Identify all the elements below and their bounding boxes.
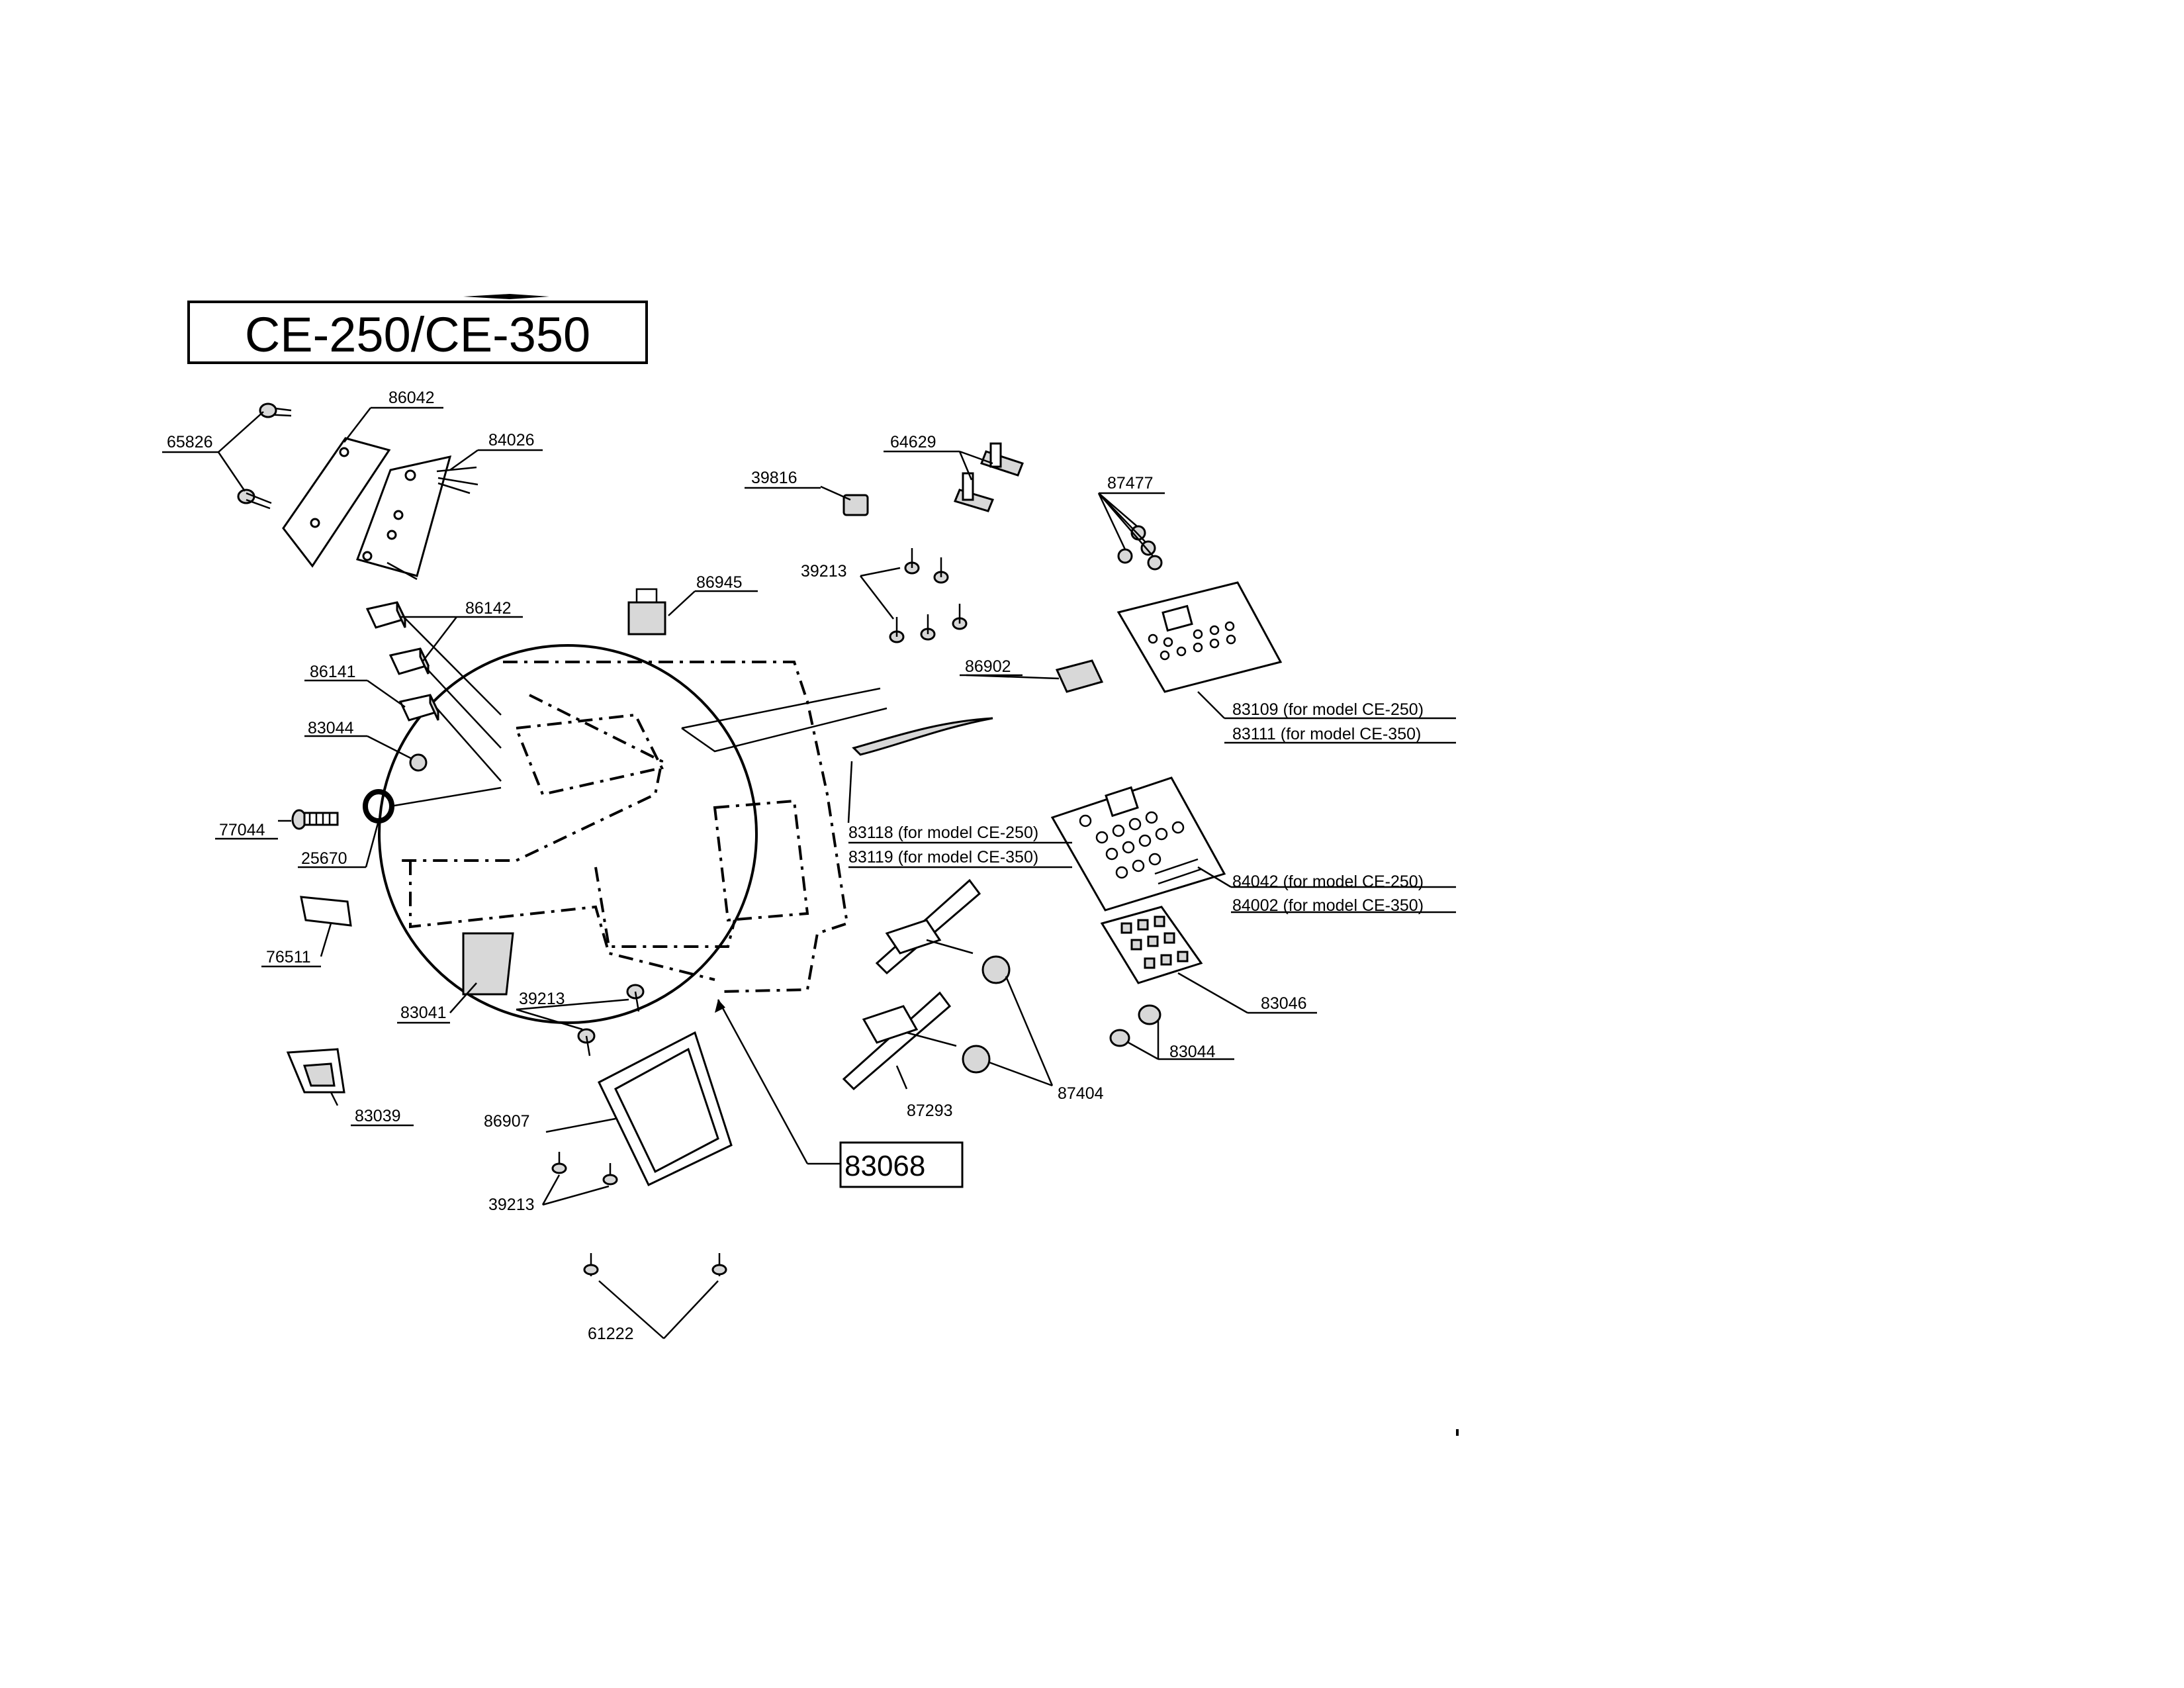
knob-86142-a <box>365 601 407 629</box>
callout-underlines <box>162 406 1165 1127</box>
label-61222: 61222 <box>588 1325 634 1343</box>
keypad-overlay-83109 <box>1116 581 1283 693</box>
control-panel-84042 <box>1050 776 1226 912</box>
label-84042: 84042 (for model CE-250) <box>1232 872 1424 891</box>
circuit-board-83046 <box>1100 906 1203 984</box>
label-84026: 84026 <box>488 431 535 449</box>
label-86902: 86902 <box>965 657 1011 676</box>
nut-83044-left <box>409 753 428 772</box>
label-83119: 83119 (for model CE-350) <box>848 848 1038 867</box>
knob-86142-b <box>388 647 430 675</box>
callout-labels: 65826 86042 84026 39816 64629 87477 3921… <box>167 389 1424 1343</box>
label-83046: 83046 <box>1261 994 1307 1013</box>
screws-61222 <box>583 1253 727 1276</box>
slider-87293-a <box>875 878 1011 984</box>
clip-83039 <box>286 1048 345 1094</box>
screws-39213-mid <box>577 984 645 1056</box>
detail-circle <box>378 644 993 1024</box>
label-83068: 83068 <box>844 1150 925 1182</box>
screw-77044 <box>291 809 339 830</box>
label-86945: 86945 <box>696 573 743 592</box>
frame-86907 <box>598 1031 733 1186</box>
label-86141: 86141 <box>310 663 356 681</box>
label-76511 <box>300 896 352 927</box>
label-39213-mid: 39213 <box>519 990 565 1008</box>
box-83068 <box>839 1141 964 1188</box>
label-39816: 39816 <box>751 469 797 487</box>
knobs-83044-right <box>1109 1004 1161 1047</box>
label-64629: 64629 <box>890 433 936 451</box>
label-86042: 86042 <box>388 389 435 407</box>
label-77044: 77044 <box>219 821 265 839</box>
stray-mark <box>1456 1429 1459 1436</box>
label-83109: 83109 (for model CE-250) <box>1232 700 1424 719</box>
title-box: CE-250/CE-350 <box>187 294 648 364</box>
label-83111: 83111 (for model CE-350) <box>1232 725 1421 743</box>
label-83041: 83041 <box>400 1004 447 1022</box>
label-39213-top: 39213 <box>801 562 847 581</box>
label-83044-right: 83044 <box>1169 1043 1216 1061</box>
pad-86902 <box>1055 659 1104 693</box>
screws-39213-bottom <box>551 1152 618 1186</box>
label-87477: 87477 <box>1107 474 1154 492</box>
label-84002: 84002 (for model CE-350) <box>1232 896 1424 915</box>
label-87293: 87293 <box>907 1102 953 1120</box>
model-title: CE-250/CE-350 <box>245 307 590 362</box>
washer-25670 <box>363 789 394 823</box>
label-83039: 83039 <box>355 1107 401 1125</box>
knob-86141 <box>398 694 440 722</box>
bag-86945 <box>627 588 666 635</box>
label-65826: 65826 <box>167 433 213 451</box>
label-83118: 83118 (for model CE-250) <box>848 823 1038 842</box>
label-76511: 76511 <box>266 948 311 966</box>
label-25670: 25670 <box>301 849 347 868</box>
label-39213-bottom: 39213 <box>488 1196 535 1214</box>
label-86907: 86907 <box>484 1112 530 1131</box>
slider-87293-b <box>842 991 991 1091</box>
label-86142: 86142 <box>465 599 512 618</box>
label-83044-left: 83044 <box>308 719 354 737</box>
screws-39213-top <box>889 548 968 643</box>
label-87404: 87404 <box>1058 1084 1104 1103</box>
bracket-assembly <box>237 402 478 577</box>
